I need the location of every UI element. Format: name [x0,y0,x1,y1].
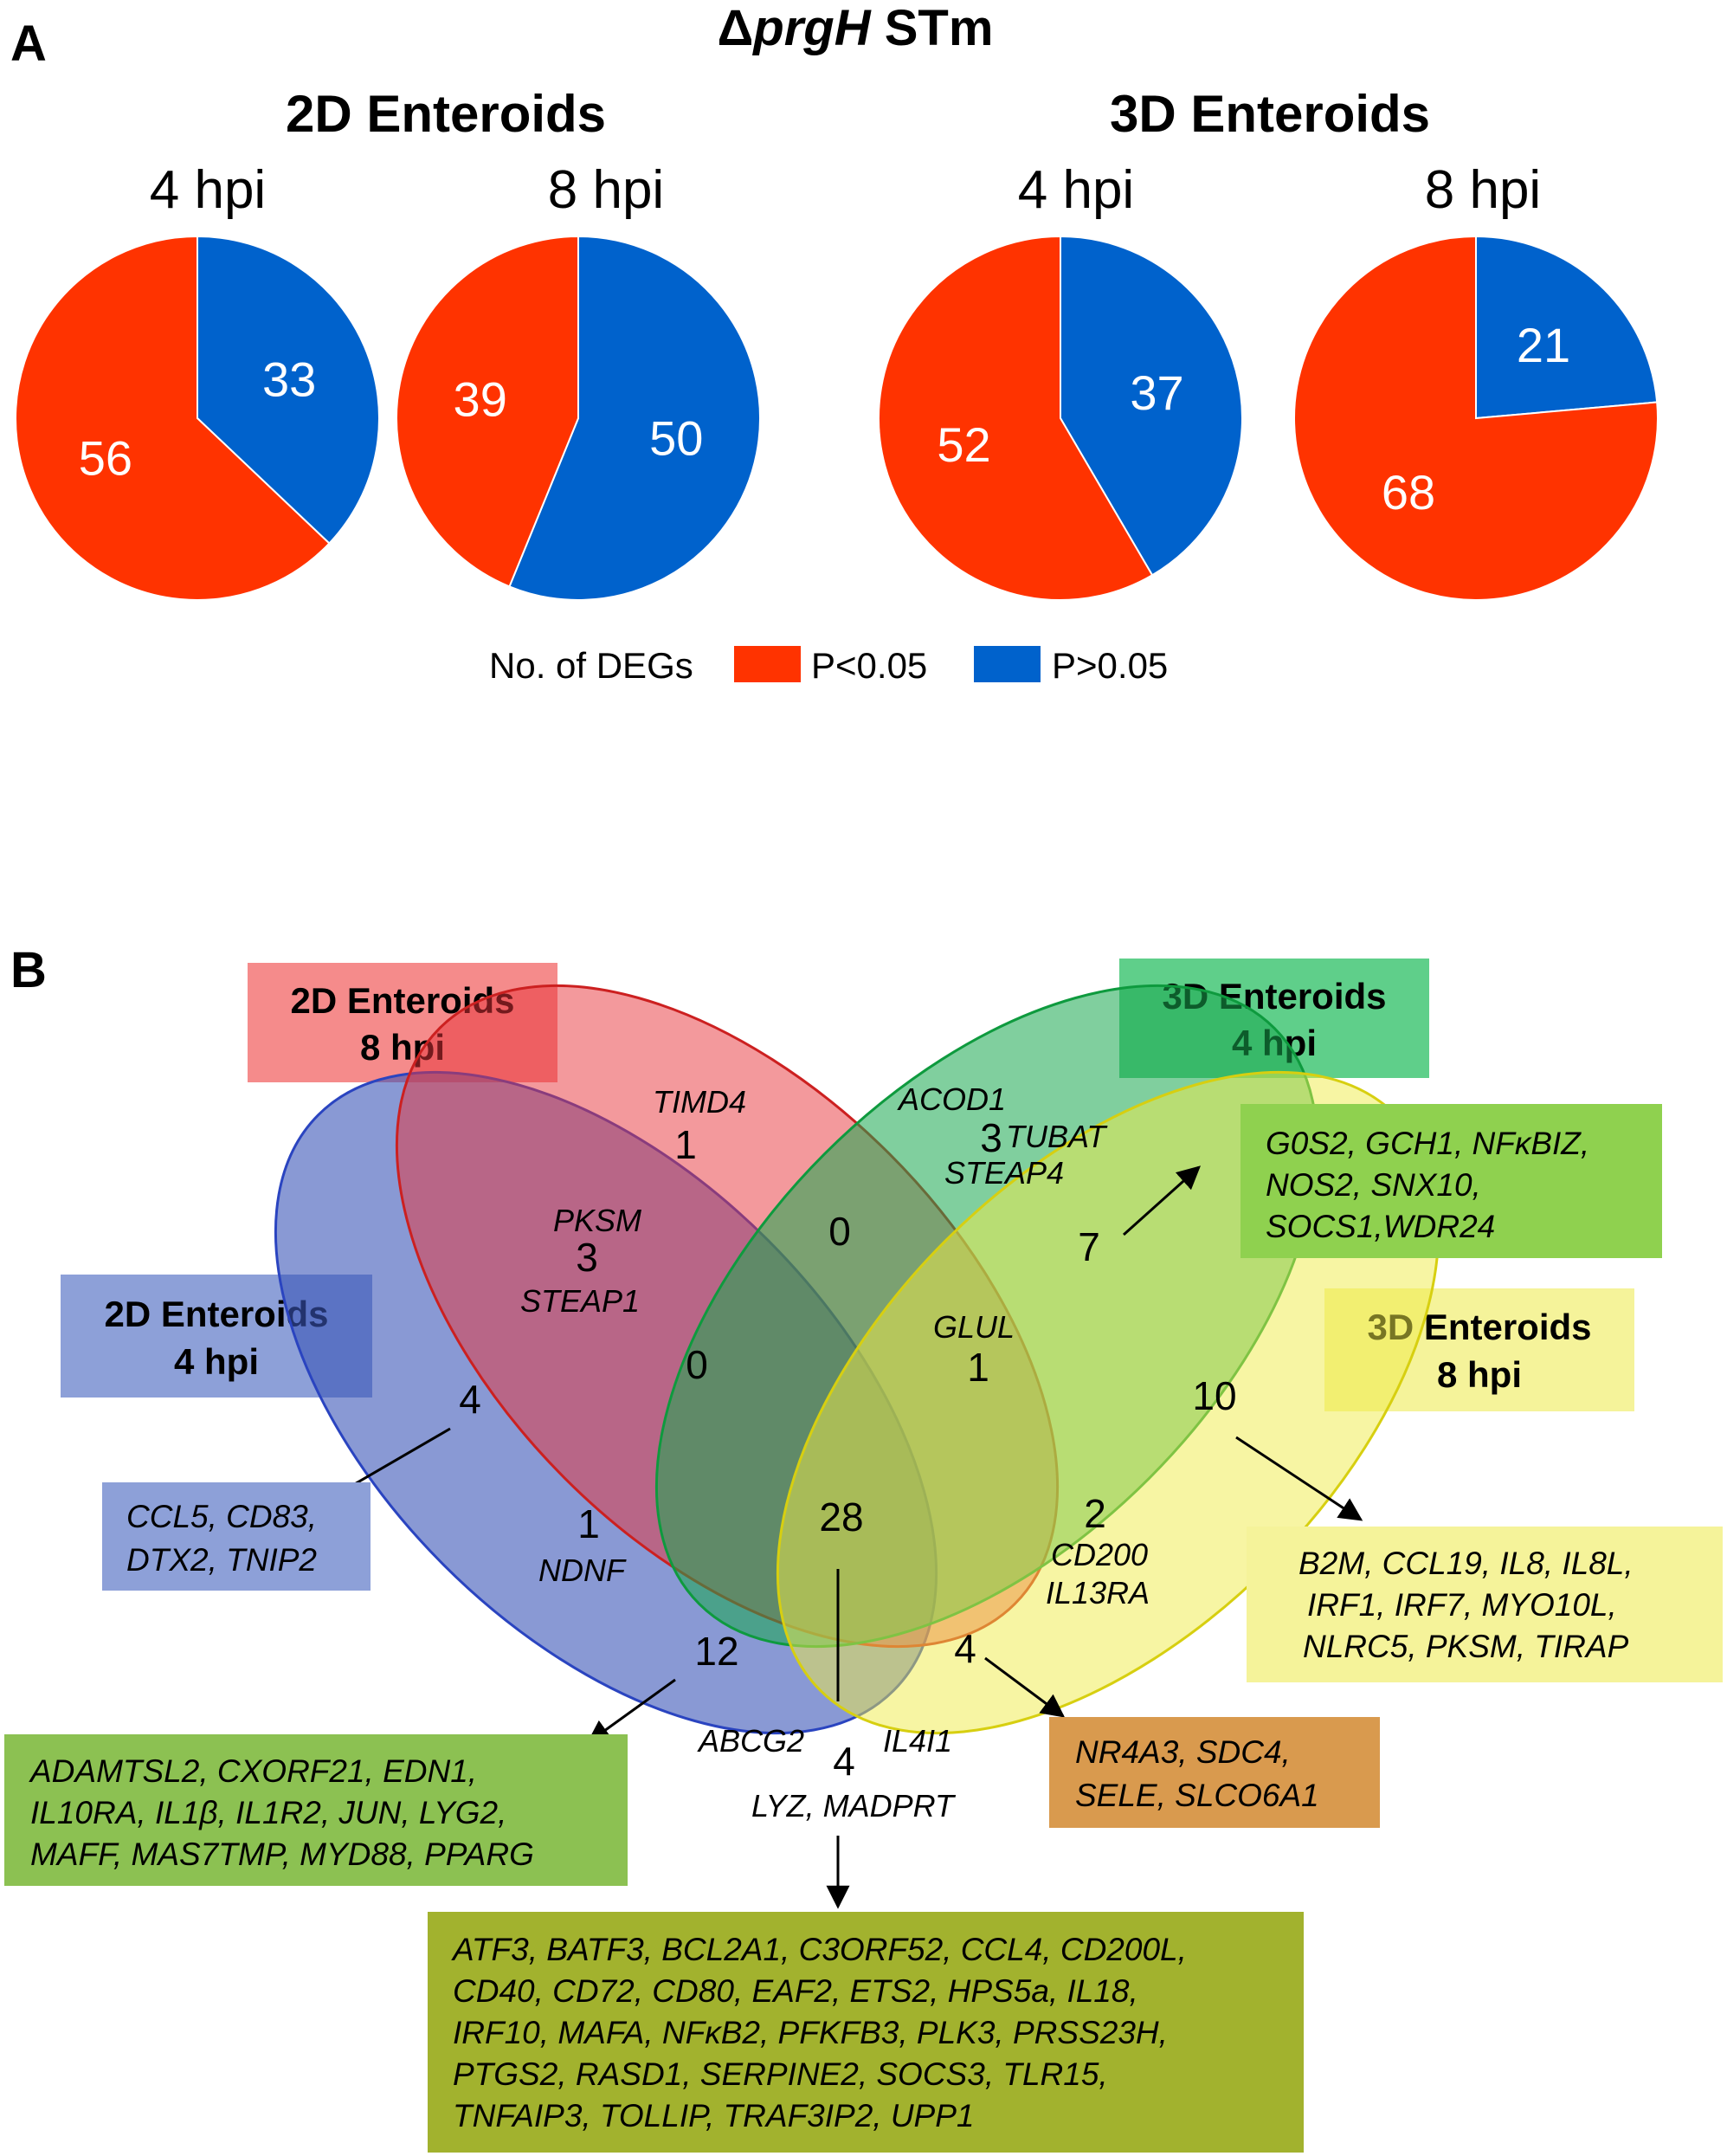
gene-steap1: STEAP1 [520,1283,640,1319]
panel-a: A ΔprgH STm 2D Enteroids 3D Enteroids 4 … [10,0,1659,686]
venn-diagram [274,984,1440,1735]
genebox-all: ATF3, BATF3, BCL2A1, C3ORF52, CCL4, CD20… [428,1912,1304,2153]
count-all: 28 [819,1494,863,1540]
pie-1-slice-sig [396,235,579,588]
venn-labels: TIMD4 1 ACOD1 3 TUBAT STEAP4 PKSM 3 STEA… [459,1081,1236,1824]
svg-text:SOCS1,WDR24: SOCS1,WDR24 [1266,1209,1495,1244]
count-only-2d8: 1 [674,1122,697,1167]
pie-3-label-nonsig: 21 [1517,318,1570,372]
svg-text:SELE, SLCO6A1: SELE, SLCO6A1 [1075,1778,1319,1813]
pie-0-label-nonsig: 33 [262,352,316,406]
svg-text:B2M, CCL19, IL8, IL8L,: B2M, CCL19, IL8, IL8L, [1298,1546,1634,1581]
gene-timd4: TIMD4 [653,1084,746,1120]
count-only-2d4: 4 [459,1377,481,1422]
pie-1-label-nonsig: 50 [649,410,703,465]
panel-b: B 2D Enteroids 8 hpi 3D Enteroids 4 hpi … [4,942,1723,2153]
gene-abcg2: ABCG2 [697,1723,804,1759]
pie-2-label-sig: 52 [937,417,990,472]
pie-title-2d-8hpi: 8 hpi [548,160,664,220]
genebox-only-2d4: CCL5, CD83, DTX2, TNIP2 [102,1482,371,1591]
gene-ndnf: NDNF [538,1552,627,1588]
pie-0-label-sig: 56 [79,431,132,486]
gene-lyz-madprt: LYZ, MADPRT [751,1788,957,1824]
pie-2-slice-sig [878,235,1154,601]
count-a-c-d: 12 [694,1629,738,1674]
svg-text:IL10RA, IL1β, IL1R2, JUN, LYG2: IL10RA, IL1β, IL1R2, JUN, LYG2, [30,1795,506,1830]
pie-0-slice-nonsig [197,235,380,545]
count-only-3d8: 10 [1192,1373,1236,1418]
genebox-c-d: G0S2, GCH1, NFκBIZ, NOS2, SNX10, SOCS1,W… [1240,1104,1662,1258]
svg-text:DTX2, TNIP2: DTX2, TNIP2 [126,1542,317,1578]
count-b-c: 0 [828,1209,851,1254]
gene-pksm: PKSM [553,1203,641,1238]
svg-text:8 hpi: 8 hpi [1437,1354,1522,1395]
legend-label-nonsig: P>0.05 [1052,645,1168,686]
pie-2-label-nonsig: 37 [1130,365,1183,420]
legend-title: No. of DEGs [489,645,693,686]
svg-text:ADAMTSL2, CXORF21, EDN1,: ADAMTSL2, CXORF21, EDN1, [29,1753,477,1789]
count-c-d: 7 [1078,1224,1100,1269]
svg-text:ATF3, BATF3, BCL2A1, C3ORF52,: ATF3, BATF3, BCL2A1, C3ORF52, CCL4, CD20… [451,1932,1187,1967]
gene-cd200: CD200 [1051,1537,1148,1572]
count-only-3d4: 3 [980,1115,1002,1160]
gene-glul: GLUL [933,1309,1015,1345]
legend-label-sig: P<0.05 [811,645,927,686]
gene-il13ra: IL13RA [1046,1575,1150,1611]
count-b-c-d: 1 [967,1345,989,1390]
gene-steap4: STEAP4 [944,1155,1064,1191]
svg-text:4 hpi: 4 hpi [174,1341,259,1382]
group-title-3d: 3D Enteroids [1110,85,1430,143]
svg-text:IRF10, MAFA, NFκB2, PFKFB3, PL: IRF10, MAFA, NFκB2, PFKFB3, PLK3, PRSS23… [453,2015,1168,2050]
legend-swatch-nonsig [974,646,1041,682]
count-a-b-d: 4 [954,1626,976,1671]
group-title-2d: 2D Enteroids [286,85,606,143]
pie-1-label-sig: 39 [454,372,507,427]
pie-3-label-sig: 68 [1382,465,1435,520]
count-b-d: 2 [1084,1491,1106,1536]
count-a-b-c: 0 [686,1342,708,1387]
panel-b-letter: B [10,942,47,998]
svg-text:NLRC5, PKSM, TIRAP: NLRC5, PKSM, TIRAP [1303,1629,1629,1664]
pie-2-slice-nonsig [1060,235,1243,577]
legend: No. of DEGs P<0.05 P>0.05 [489,645,1168,686]
panel-a-title: ΔprgH STm [718,0,994,56]
count-a-c: 1 [577,1501,600,1546]
count-a-d: 4 [833,1739,855,1784]
svg-text:NOS2, SNX10,: NOS2, SNX10, [1266,1167,1481,1203]
gene-tubat: TUBAT [1006,1119,1108,1154]
panel-a-letter: A [10,16,47,72]
genebox-only-3d8: B2M, CCL19, IL8, IL8L, IRF1, IRF7, MYO10… [1247,1527,1723,1682]
svg-text:G0S2, GCH1, NFκBIZ,: G0S2, GCH1, NFκBIZ, [1266,1126,1589,1161]
pie-title-3d-8hpi: 8 hpi [1425,160,1541,220]
svg-text:MAFF, MAS7TMP, MYD88, PPARG: MAFF, MAS7TMP, MYD88, PPARG [30,1836,534,1872]
genebox-a-c-d: ADAMTSL2, CXORF21, EDN1, IL10RA, IL1β, I… [4,1734,628,1886]
gene-il4i1: IL4I1 [883,1723,952,1759]
svg-text:CCL5, CD83,: CCL5, CD83, [126,1499,317,1534]
gene-acod1: ACOD1 [897,1081,1006,1117]
svg-text:NR4A3, SDC4,: NR4A3, SDC4, [1075,1734,1291,1770]
count-a-b: 3 [576,1235,598,1280]
svg-text:PTGS2, RASD1, SERPINE2, SOCS3,: PTGS2, RASD1, SERPINE2, SOCS3, TLR15, [453,2056,1108,2092]
svg-text:TNFAIP3, TOLLIP, TRAF3IP2, UPP: TNFAIP3, TOLLIP, TRAF3IP2, UPP1 [453,2098,975,2133]
svg-text:IRF1, IRF7, MYO10L,: IRF1, IRF7, MYO10L, [1307,1587,1617,1623]
legend-swatch-sig [734,646,801,682]
pie-charts: 33 56 50 39 37 52 21 68 [15,235,1659,601]
genebox-a-b-d: NR4A3, SDC4, SELE, SLCO6A1 [1049,1717,1380,1828]
svg-text:CD40, CD72, CD80, EAF2, ETS2,: CD40, CD72, CD80, EAF2, ETS2, HPS5a, IL1… [453,1973,1138,2009]
pie-3-slice-nonsig [1475,235,1659,420]
pie-title-3d-4hpi: 4 hpi [1018,160,1134,220]
pie-3-slice-sig [1293,235,1659,601]
pie-title-2d-4hpi: 4 hpi [150,160,266,220]
pie-1-slice-nonsig [508,235,761,601]
pie-0-slice-sig [15,235,331,601]
